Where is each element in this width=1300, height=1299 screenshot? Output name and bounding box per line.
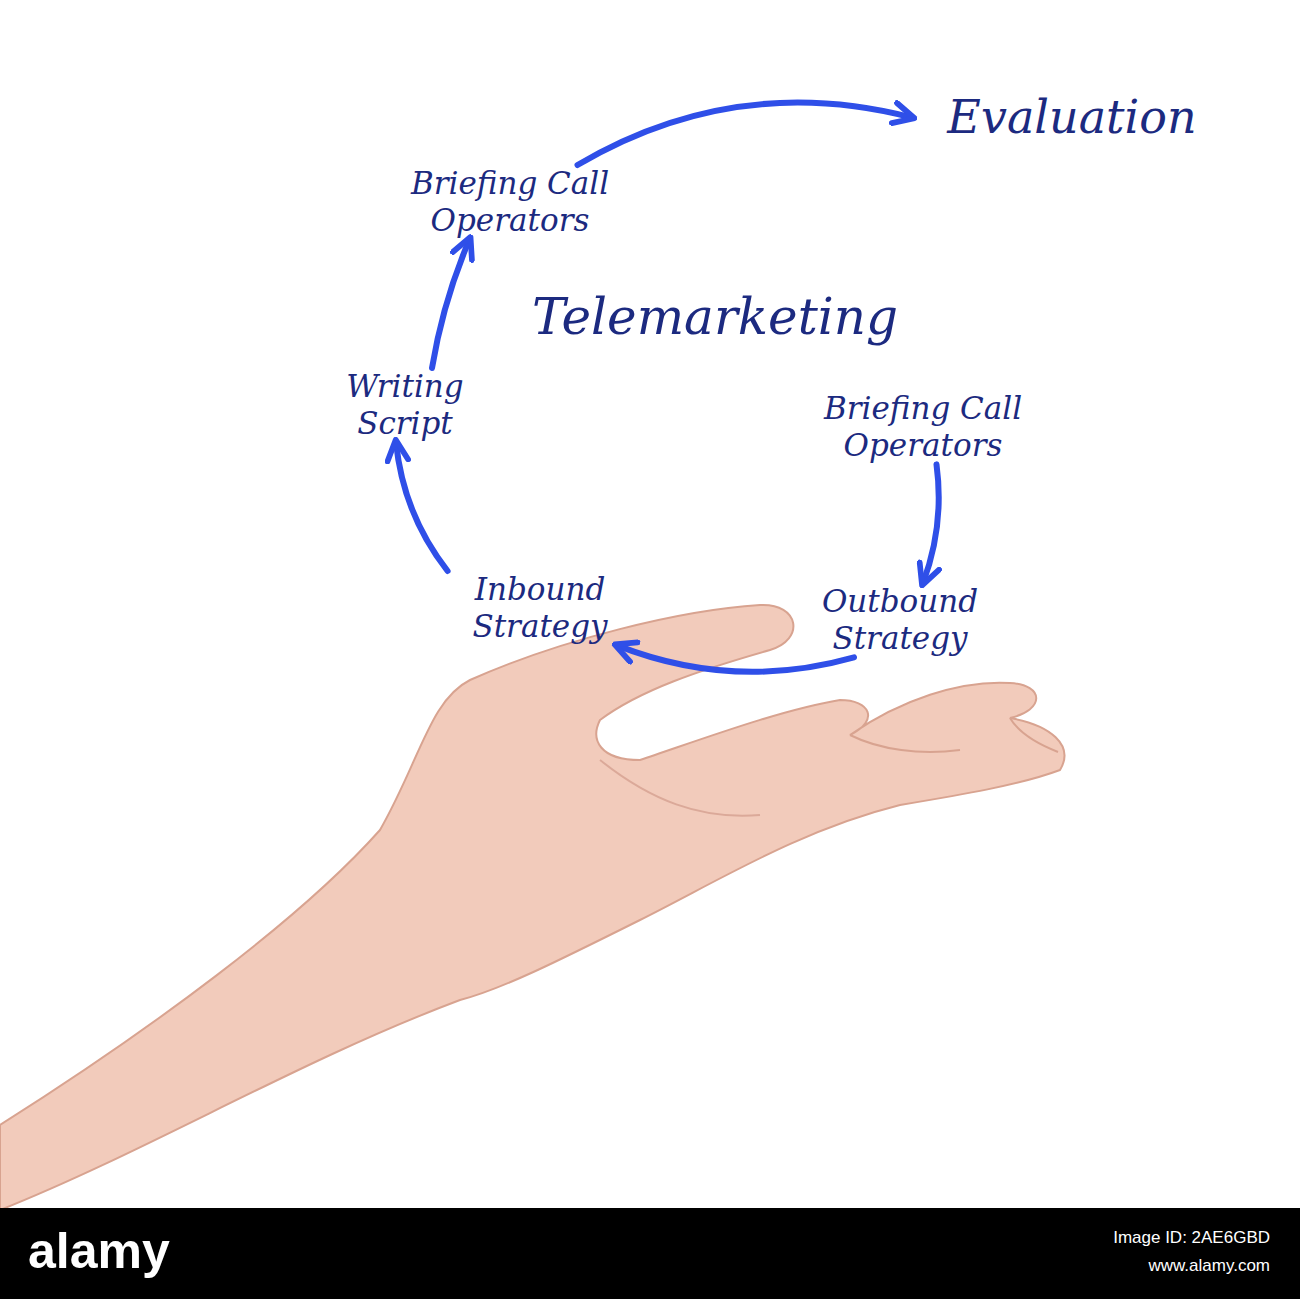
finger-line: [850, 735, 960, 752]
step-node: Inbound Strategy: [430, 571, 650, 645]
flow-arrow: [432, 239, 470, 368]
step-text: Writing Script: [315, 368, 495, 442]
step-node: Writing Script: [315, 368, 495, 442]
step-text: Outbound Strategy: [785, 583, 1015, 657]
hand-shape: [0, 605, 1064, 1210]
watermark-bar: [0, 1208, 1300, 1299]
step-node: Evaluation: [912, 90, 1232, 145]
flow-arrow: [578, 103, 913, 165]
finger-line: [1010, 718, 1058, 752]
palm-crease: [600, 760, 760, 816]
watermark-text: alamy: [28, 1222, 170, 1280]
watermark-text: www.alamy.com: [1148, 1256, 1270, 1276]
step-node: Outbound Strategy: [785, 583, 1015, 657]
flow-arrow: [396, 442, 448, 571]
watermark-text: Image ID: 2AE6GBD: [1113, 1228, 1270, 1248]
step-text: Briefing Call Operators: [788, 390, 1058, 464]
step-text: Evaluation: [912, 90, 1232, 145]
flow-arrow: [923, 464, 939, 583]
step-node: Briefing Call Operators: [375, 165, 645, 239]
step-text: Inbound Strategy: [430, 571, 650, 645]
flow-arrow: [617, 645, 854, 671]
step-text: Briefing Call Operators: [375, 165, 645, 239]
step-node: Briefing Call Operators: [788, 390, 1058, 464]
diagram-title: Telemarketing: [465, 288, 965, 346]
